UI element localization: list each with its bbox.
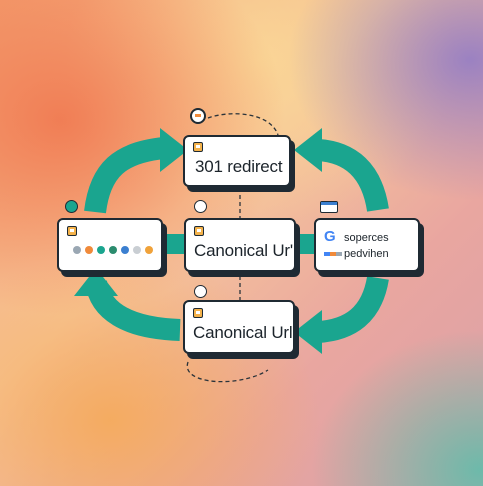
- arrow-right-to-bottom: [316, 275, 389, 343]
- node-source-pages[interactable]: [57, 218, 163, 272]
- browser-icon: [320, 201, 338, 213]
- robot-icon: [190, 108, 206, 124]
- dashed-connector-bottom: [186, 361, 269, 383]
- node-canonical-url-bottom[interactable]: Canonical Url: [183, 300, 295, 354]
- node-301-redirect[interactable]: 301 redirect: [183, 135, 291, 187]
- arrow-left-to-center: [160, 234, 186, 254]
- search-engine-line2: pedvihen: [344, 248, 389, 260]
- lock-icon: [194, 200, 207, 213]
- node-label-canonical-bottom: Canonical Url: [193, 323, 293, 342]
- status-dot: [145, 246, 153, 254]
- arrowhead-right-to-top: [294, 128, 322, 172]
- arrow-right-to-top: [316, 139, 389, 212]
- page-icon: [193, 142, 203, 152]
- status-dot: [133, 246, 141, 254]
- status-dot: [85, 246, 93, 254]
- color-bar-icon: [324, 252, 342, 256]
- google-logo-icon: G: [324, 228, 336, 245]
- node-label-301-redirect: 301 redirect: [195, 157, 283, 176]
- arrow-center-to-right: [294, 234, 320, 254]
- arrowhead-left-to-top: [160, 128, 188, 172]
- dashed-connector-top: [207, 113, 279, 136]
- arrowhead-bottom-to-left: [74, 268, 118, 296]
- page-icon: [67, 226, 77, 236]
- arrow-left-to-top: [84, 137, 167, 214]
- status-dot: [73, 246, 81, 254]
- node-label-canonical-center: Canonical Ur': [194, 241, 293, 260]
- globe-icon: [65, 200, 78, 213]
- status-dots: [73, 246, 157, 254]
- status-dot: [109, 246, 117, 254]
- arrowhead-right-to-bottom: [294, 310, 322, 354]
- node-canonical-url-center[interactable]: Canonical Ur': [184, 218, 296, 272]
- page-icon: [194, 226, 204, 236]
- search-engine-line1: soperces: [344, 232, 389, 244]
- status-dot: [97, 246, 105, 254]
- link-icon: [194, 285, 207, 298]
- node-search-engine[interactable]: G soperces pedvihen: [314, 218, 420, 272]
- page-icon: [193, 308, 203, 318]
- status-dot: [121, 246, 129, 254]
